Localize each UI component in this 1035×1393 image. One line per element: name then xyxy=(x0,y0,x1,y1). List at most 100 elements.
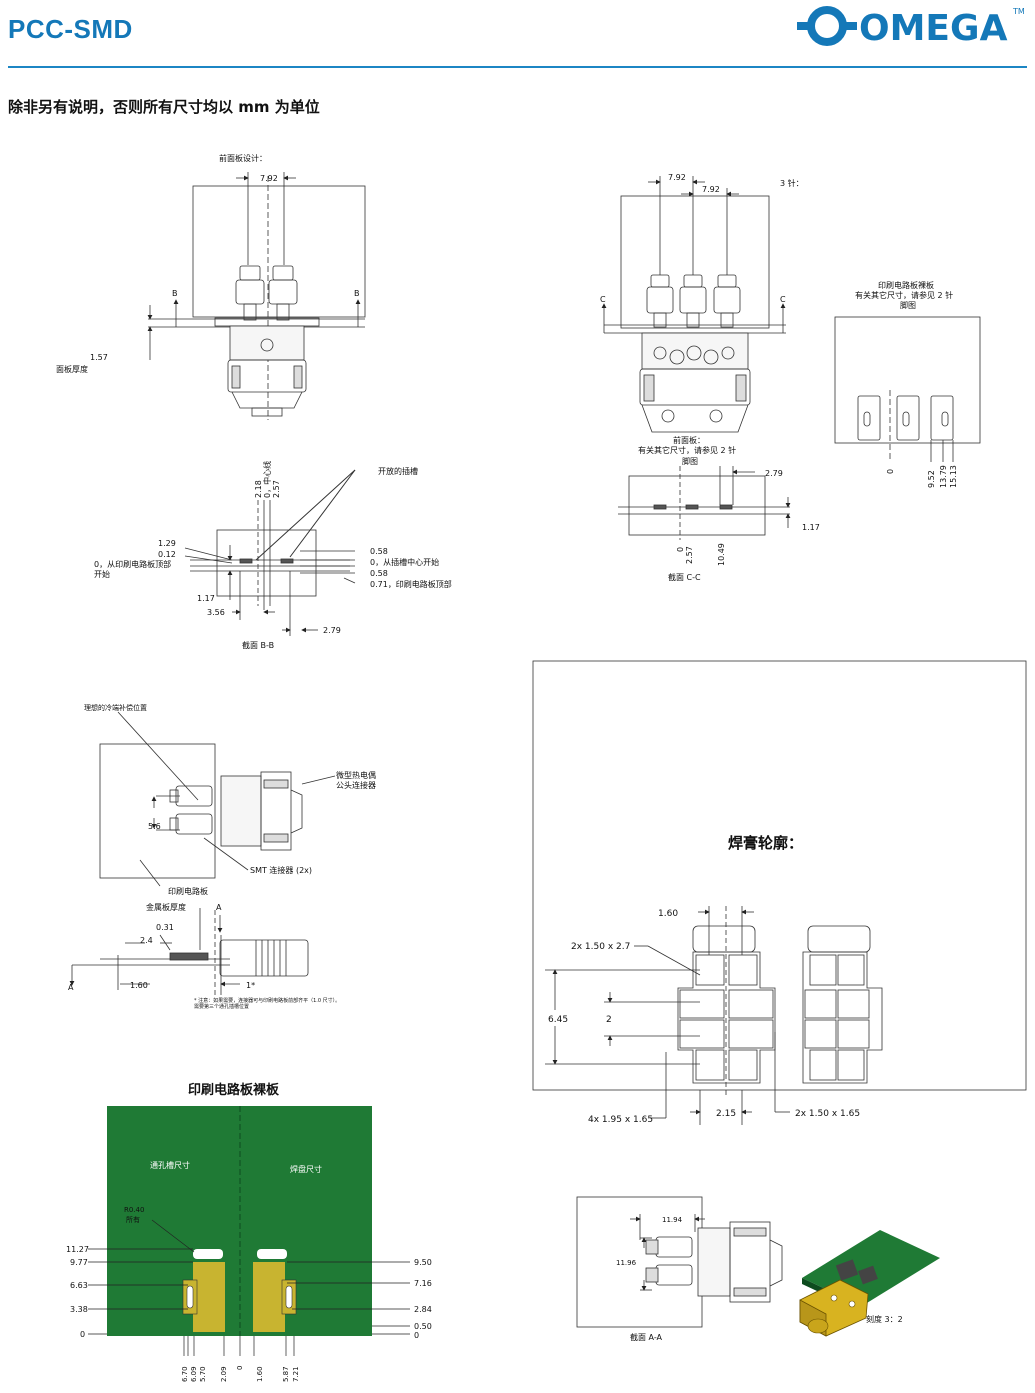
cc-bottom-dim-257: 2.57 xyxy=(685,546,694,564)
cjc-dim-031: 0.31 xyxy=(156,923,174,932)
omega-logo: OMEGA TM xyxy=(797,6,1025,48)
three-pin-dim-b: 7.92 xyxy=(702,185,720,194)
cjc-title: 理想的冷端补偿位置 xyxy=(84,703,147,712)
cjc-mini-tc-2: 公头连接器 xyxy=(336,780,376,790)
solder-drawing xyxy=(532,660,1027,1125)
solder-title: 焊膏轮廓： xyxy=(728,834,803,852)
bb-right-dim-071: 0.71，印刷电路板顶部 xyxy=(370,579,452,589)
bb-left-dim-012: 0.12 xyxy=(158,550,176,559)
pcb-bare-right-716: 7.16 xyxy=(414,1279,432,1288)
pcb-bare-bottom-587: 5.87 xyxy=(282,1366,290,1382)
sec-mark-b-left: B xyxy=(172,289,178,298)
pcb-bare-left-0: 0 xyxy=(80,1330,85,1339)
pcb-bare-title: 印刷电路板裸板 xyxy=(188,1082,280,1098)
cjc-sec-a-left: A xyxy=(68,983,74,992)
solder-d4x195: 4x 1.95 x 1.65 xyxy=(588,1115,653,1125)
pcb-bare-bottom-0: 0 xyxy=(236,1366,244,1370)
front-panel-title: 前面板设计： xyxy=(219,153,267,163)
thickness-label: 面板厚度 xyxy=(56,364,88,374)
sec-mark-c-right: C xyxy=(780,295,786,304)
pcb-bare-left-977: 9.77 xyxy=(70,1258,88,1267)
pcb-bare-right-284: 2.84 xyxy=(414,1305,432,1314)
logo-tm: TM xyxy=(1012,7,1025,16)
pcb-bare-right-050: 0.50 xyxy=(414,1322,432,1331)
pcb-bare-radius-1: R0.40 xyxy=(124,1206,144,1214)
header-rule xyxy=(8,66,1027,68)
aa-caption: 截面 A-A xyxy=(630,1332,663,1342)
three-pin-note: 3 针： xyxy=(780,178,804,188)
three-pin-drawing xyxy=(601,176,786,433)
cc-bottom-dim-1049: 10.49 xyxy=(717,543,726,566)
pcb-bare-left-label: 通孔槽尺寸 xyxy=(150,1160,190,1170)
aa-dim-width: 11.94 xyxy=(662,1216,683,1224)
three-pin-caption-1: 前面板： xyxy=(673,435,705,445)
cc-bottom-dim-0: 0 xyxy=(676,547,685,552)
pcb-bare-left-338: 3.38 xyxy=(70,1305,88,1314)
pcb-small-caption-2: 有关其它尺寸，请参见 2 针 xyxy=(855,290,953,300)
cc-dim-117: 1.17 xyxy=(802,523,820,532)
page-title: PCC-SMD xyxy=(8,14,133,44)
solder-d2x150x27: 2x 1.50 x 2.7 xyxy=(571,942,630,952)
bb-left-dim-129: 1.29 xyxy=(158,539,176,548)
pcb-small-dim-1379: 13.79 xyxy=(939,465,948,488)
cjc-dim-160: 1.60 xyxy=(130,981,148,990)
sec-mark-b-right: B xyxy=(354,289,360,298)
cjc-sec-a-top: A xyxy=(216,903,222,912)
bb-left-origin-2: 开始 xyxy=(94,569,110,579)
bb-right-dim-058a: 0.58 xyxy=(370,547,388,556)
isometric-illustration xyxy=(799,1230,940,1337)
bb-right-dim-0: 0，从插槽中心开始 xyxy=(370,557,439,567)
bb-bottom-dim-356: 3.56 xyxy=(207,608,225,617)
logo-text: OMEGA xyxy=(859,8,1008,48)
pcb-small-dim-1513: 15.13 xyxy=(949,465,958,488)
pcb-bare-bottom-570: 5.70 xyxy=(199,1366,207,1382)
cjc-dim-24: 2.4 xyxy=(140,936,153,945)
cjc-dim-1star: 1* xyxy=(246,981,255,990)
solder-d645: 6.45 xyxy=(548,1015,568,1025)
three-pin-caption-3: 脚图 xyxy=(682,456,698,466)
bb-top-dim-257: 2.57 xyxy=(272,480,281,498)
cjc-dim-56: 5.6 xyxy=(148,822,161,831)
bb-bottom-dim-279: 2.79 xyxy=(323,626,341,635)
pcb-bare-right-label: 焊盘尺寸 xyxy=(290,1164,322,1174)
cc-dim-279: 2.79 xyxy=(765,469,783,478)
thickness-value: 1.57 xyxy=(90,353,108,362)
bb-caption: 截面 B-B xyxy=(242,640,274,650)
pcb-bare-bottom-160: 1.60 xyxy=(256,1366,264,1382)
cc-caption: 截面 C-C xyxy=(668,572,701,582)
solder-d2x150x165: 2x 1.50 x 1.65 xyxy=(795,1109,860,1119)
section-cc-drawing xyxy=(618,466,791,540)
bb-open-slot: 开放的插槽 xyxy=(378,466,418,476)
bb-top-dim-0: 0，中心线 xyxy=(262,461,272,498)
bb-right-dim-058b: 0.58 xyxy=(370,569,388,578)
cjc-footnote-1: * 注意：如果需要，连接器可与印刷电路板前部齐平（1.0 尺寸）。 xyxy=(194,997,340,1004)
pcb-bare-left-1127: 11.27 xyxy=(66,1245,89,1254)
pcb-bare-bottom-209: 2.09 xyxy=(220,1366,228,1382)
three-pin-dim-a: 7.92 xyxy=(668,173,686,182)
units-note: 除非另有说明，否则所有尺寸均以 mm 为单位 xyxy=(8,98,320,116)
cjc-mini-tc: 微型热电偶 xyxy=(336,770,376,780)
pcb-small-drawing xyxy=(834,316,981,462)
pcb-bare-bottom-721: 7.21 xyxy=(292,1366,300,1382)
cjc-footnote-2: 需要第三个通孔插槽位置 xyxy=(194,1003,249,1010)
cjc-smt: SMT 连接器 (2x) xyxy=(250,865,312,875)
pcb-small-dim-952: 9.52 xyxy=(927,470,936,488)
bb-left-dim-117: 1.17 xyxy=(197,594,215,603)
aa-scale: 刻度 3：2 xyxy=(866,1314,903,1324)
pcb-bare-drawing xyxy=(88,1106,410,1356)
sec-mark-c-left: C xyxy=(600,295,606,304)
pcb-bare-bottom-670: 6.70 xyxy=(181,1366,189,1382)
pcb-bare-right-0: 0 xyxy=(414,1331,419,1340)
pcb-bare-radius-2: 所有 xyxy=(126,1215,140,1224)
pcb-bare-bottom-609: 6.09 xyxy=(190,1366,198,1382)
section-bb-drawing xyxy=(184,469,356,636)
aa-dim-height: 11.96 xyxy=(616,1259,637,1267)
solder-d215: 2.15 xyxy=(716,1109,736,1119)
bb-left-origin-1: 0，从印刷电路板顶部 xyxy=(94,559,171,569)
pcb-small-dim-0: 0 xyxy=(886,469,895,474)
cjc-metal: 金属板厚度 xyxy=(146,902,186,912)
front-dim-792: 7.92 xyxy=(260,174,278,183)
solder-d160: 1.60 xyxy=(658,909,678,919)
pcb-bare-left-663: 6.63 xyxy=(70,1281,88,1290)
